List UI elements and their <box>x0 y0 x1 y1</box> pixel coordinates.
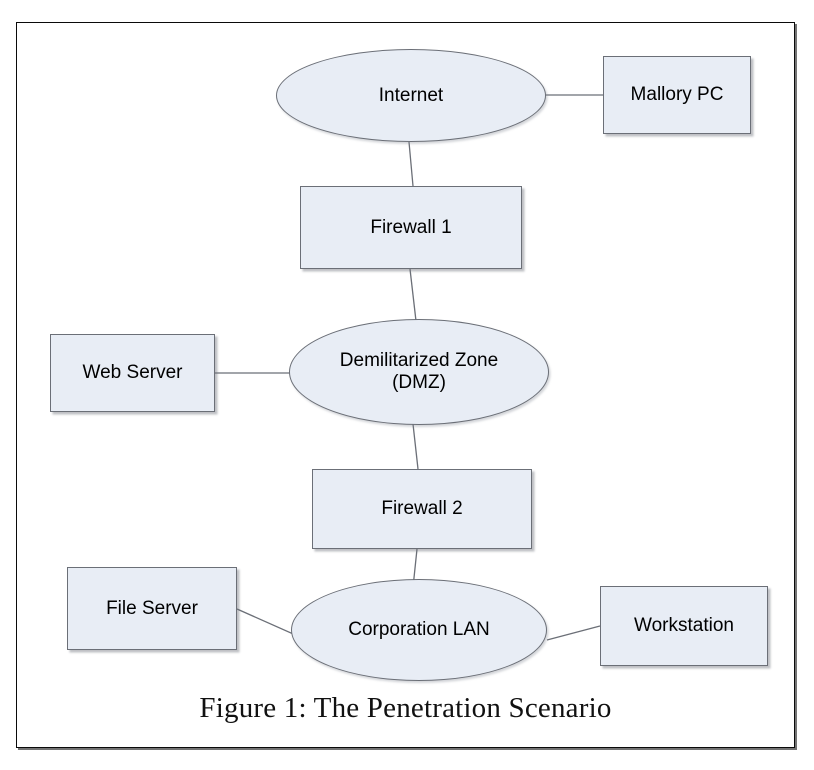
node-mallory-pc-label: Mallory PC <box>630 84 724 106</box>
edge-firewall-1-dmz <box>409 268 417 322</box>
node-firewall-1-label: Firewall 1 <box>370 216 452 238</box>
node-firewall-2[interactable]: Firewall 2 <box>312 469 532 549</box>
node-firewall-1[interactable]: Firewall 1 <box>300 186 522 269</box>
node-corporation-lan[interactable]: Corporation LAN <box>291 579 547 681</box>
node-dmz-label: Demilitarized Zone (DMZ) <box>339 350 499 393</box>
node-workstation-label: Workstation <box>634 615 734 637</box>
node-file-server[interactable]: File Server <box>67 567 237 650</box>
network-diagram: Internet Mallory PC Firewall 1 Demilitar… <box>17 23 794 747</box>
node-web-server[interactable]: Web Server <box>50 334 215 412</box>
node-web-server-label: Web Server <box>82 362 183 384</box>
figure-caption: Figure 1: The Penetration Scenario <box>199 692 612 724</box>
figure-frame: Internet Mallory PC Firewall 1 Demilitar… <box>16 22 795 748</box>
node-workstation[interactable]: Workstation <box>600 586 768 666</box>
node-firewall-2-label: Firewall 2 <box>381 498 463 520</box>
node-mallory-pc[interactable]: Mallory PC <box>603 56 751 134</box>
edge-corporation-lan-workstation <box>546 625 601 641</box>
edge-internet-firewall-1 <box>408 141 414 187</box>
node-internet[interactable]: Internet <box>276 49 546 142</box>
node-dmz[interactable]: Demilitarized Zone (DMZ) <box>289 319 549 425</box>
node-corporation-lan-label: Corporation LAN <box>348 619 490 641</box>
node-internet-label: Internet <box>378 84 444 106</box>
node-file-server-label: File Server <box>106 597 198 619</box>
edge-dmz-firewall-2 <box>412 423 419 470</box>
